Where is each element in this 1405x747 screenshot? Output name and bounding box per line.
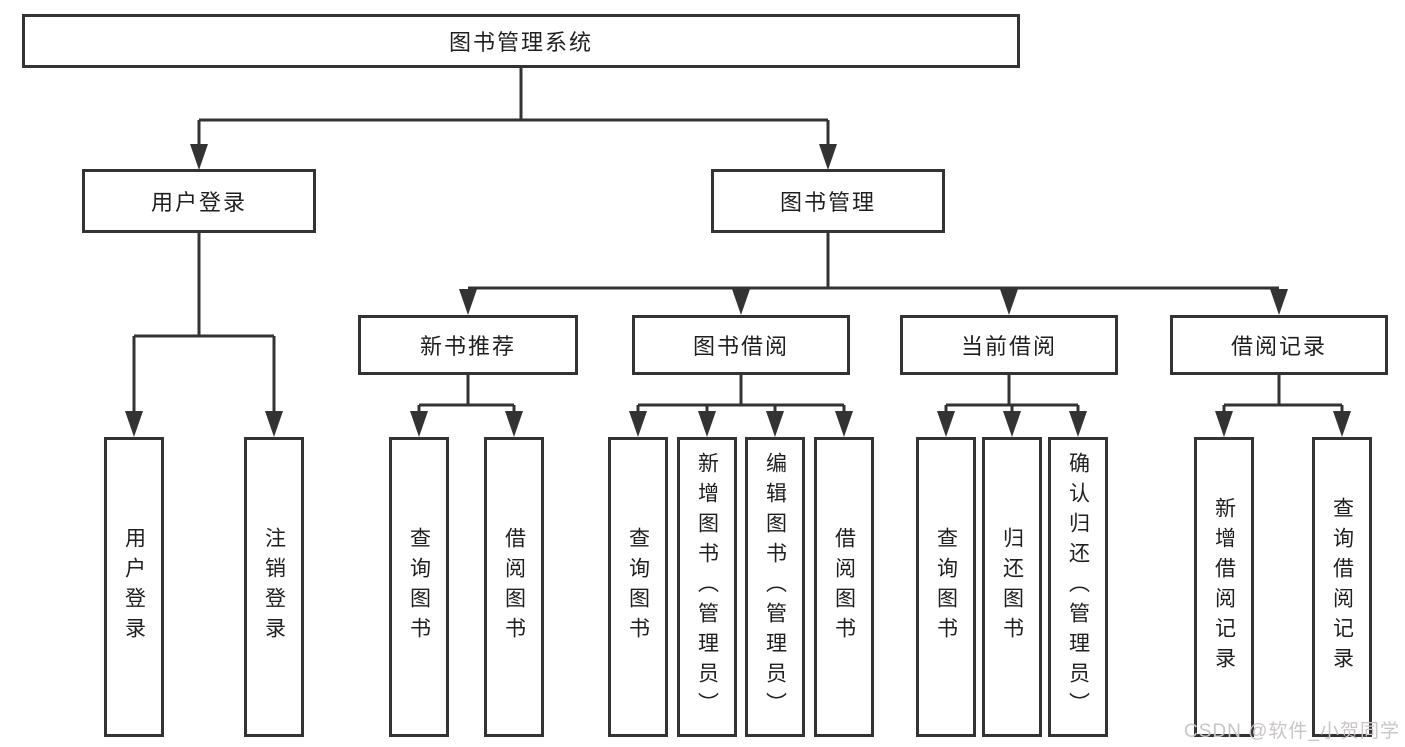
leaf-label: 用户登录 bbox=[122, 527, 146, 647]
leaf-confirm-return-admin: 确认归还（管理员） bbox=[1048, 437, 1108, 737]
leaf-query-borrow-record: 查询借阅记录 bbox=[1312, 437, 1372, 737]
connector-line bbox=[417, 375, 1344, 413]
leaf-user-login: 用户登录 bbox=[104, 437, 164, 737]
leaf-label: 查询图书 bbox=[407, 527, 431, 647]
arrowhead bbox=[819, 144, 837, 170]
arrowhead bbox=[1003, 411, 1021, 437]
arrowhead bbox=[937, 411, 955, 437]
connector-root-to-level2 bbox=[197, 68, 830, 146]
arrowhead bbox=[1333, 411, 1351, 437]
arrowhead bbox=[1270, 289, 1288, 315]
leaf-add-borrow-record: 新增借阅记录 bbox=[1194, 437, 1254, 737]
arrowhead bbox=[1069, 411, 1087, 437]
arrowheads-leaves bbox=[410, 411, 1351, 437]
leaf-label: 确认归还（管理员） bbox=[1066, 452, 1090, 722]
arrowhead bbox=[732, 289, 750, 315]
arrowhead bbox=[835, 411, 853, 437]
leaf-edit-book-admin: 编辑图书（管理员） bbox=[745, 437, 805, 737]
leaf-query-books-borrow: 查询图书 bbox=[608, 437, 668, 737]
connector-line bbox=[197, 68, 830, 146]
arrowhead bbox=[1215, 411, 1233, 437]
leaf-label: 归还图书 bbox=[1000, 527, 1024, 647]
connector-user-login-branch bbox=[132, 233, 276, 413]
arrowhead bbox=[1000, 289, 1018, 315]
leaf-label: 借阅图书 bbox=[832, 527, 856, 647]
node-root: 图书管理系统 bbox=[22, 14, 1020, 68]
leaf-query-books-recommend: 查询图书 bbox=[389, 437, 449, 737]
connector-book-mgmt-branch bbox=[468, 233, 1279, 290]
node-current-borrow: 当前借阅 bbox=[900, 315, 1118, 375]
leaf-label: 查询借阅记录 bbox=[1330, 497, 1354, 677]
leaf-label: 查询图书 bbox=[934, 527, 958, 647]
node-book-management: 图书管理 bbox=[711, 169, 945, 233]
leaf-label: 查询图书 bbox=[626, 527, 650, 647]
leaf-borrow-books-recommend: 借阅图书 bbox=[484, 437, 544, 737]
leaf-label: 新增借阅记录 bbox=[1212, 497, 1236, 677]
node-user-login: 用户登录 bbox=[82, 169, 316, 233]
arrowhead bbox=[505, 411, 523, 437]
connector-line bbox=[132, 233, 276, 413]
arrowhead bbox=[265, 411, 283, 437]
leaf-query-books-current: 查询图书 bbox=[916, 437, 976, 737]
leaf-label: 借阅图书 bbox=[502, 527, 526, 647]
arrowhead bbox=[190, 144, 208, 170]
leaf-label: 新增图书（管理员） bbox=[695, 452, 719, 722]
leaf-logout: 注销登录 bbox=[244, 437, 304, 737]
arrowhead bbox=[629, 411, 647, 437]
node-new-book-recommend: 新书推荐 bbox=[358, 315, 578, 375]
csdn-watermark: CSDN @软件_小贺同学 bbox=[1184, 721, 1400, 742]
arrowhead bbox=[410, 411, 428, 437]
node-book-borrow: 图书借阅 bbox=[632, 315, 850, 375]
arrowheads-level3 bbox=[459, 289, 1288, 315]
leaf-label: 注销登录 bbox=[262, 527, 286, 647]
arrowhead bbox=[698, 411, 716, 437]
arrowhead bbox=[125, 411, 143, 437]
leaf-return-books: 归还图书 bbox=[982, 437, 1042, 737]
leaf-borrow-books: 借阅图书 bbox=[814, 437, 874, 737]
arrowhead bbox=[766, 411, 784, 437]
connector-level3-branches bbox=[417, 375, 1344, 413]
leaf-label: 编辑图书（管理员） bbox=[763, 452, 787, 722]
node-borrow-records: 借阅记录 bbox=[1170, 315, 1388, 375]
connector-line bbox=[468, 233, 1279, 290]
arrowhead bbox=[459, 289, 477, 315]
arrowheads-level2 bbox=[190, 144, 837, 170]
leaf-add-book-admin: 新增图书（管理员） bbox=[677, 437, 737, 737]
arrowheads-user-login bbox=[125, 411, 283, 437]
